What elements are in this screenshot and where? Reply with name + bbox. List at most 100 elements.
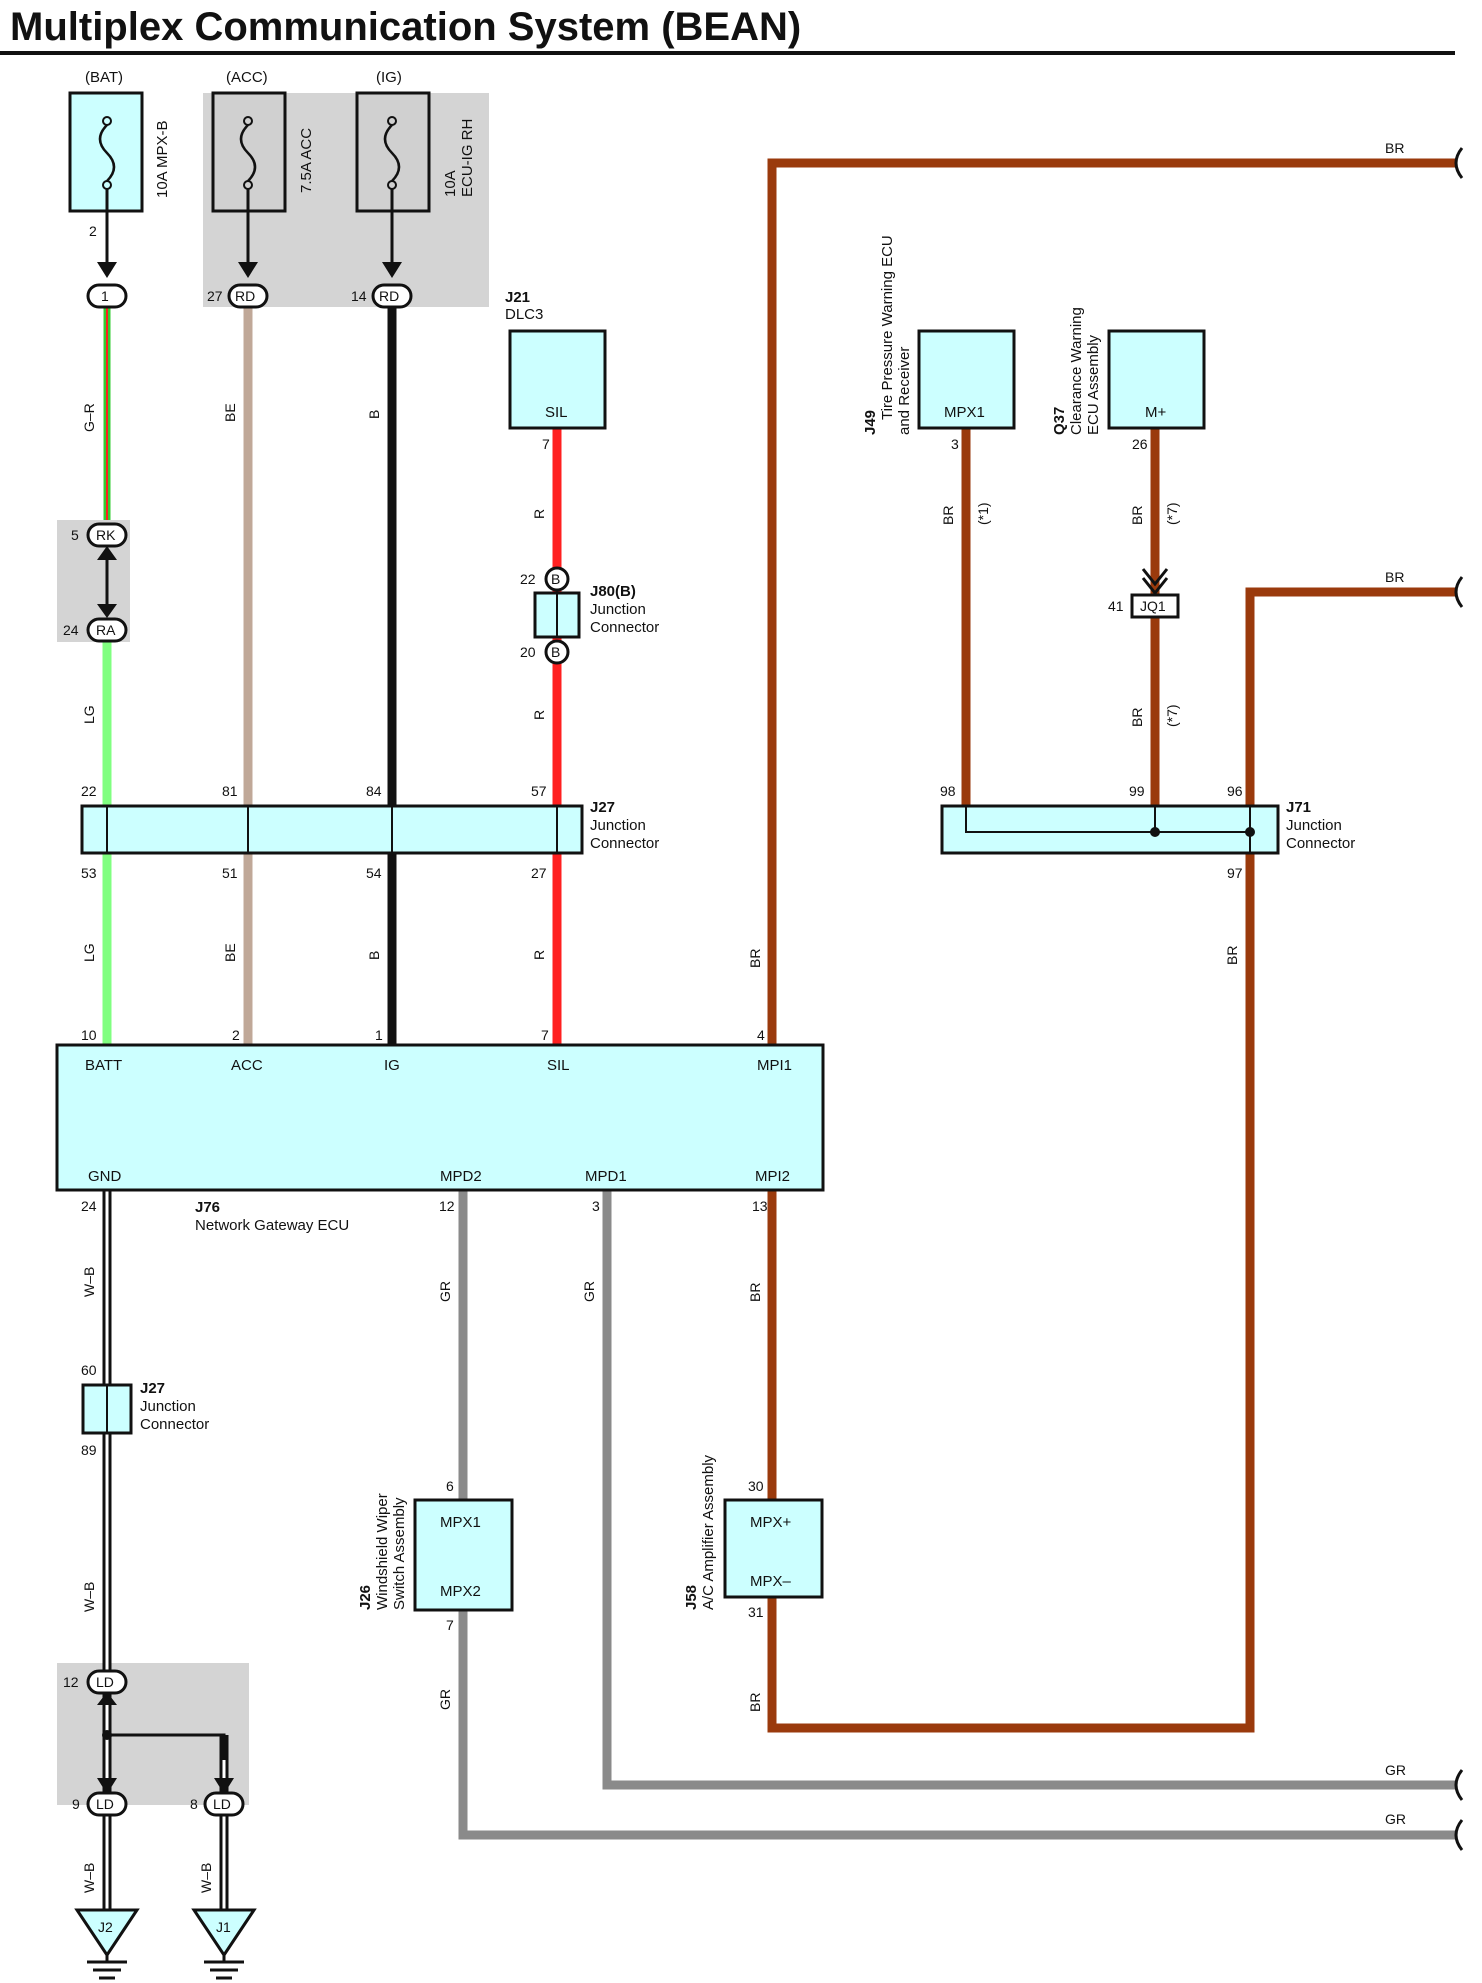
svg-text:J2: J2	[98, 1919, 113, 1935]
j27-pin-27: 27	[531, 865, 547, 881]
j27-pin-53: 53	[81, 865, 97, 881]
code-r-2: R	[531, 710, 547, 720]
j58-pin-31: 31	[748, 1604, 764, 1620]
connector-ld-9: LD	[86, 1791, 128, 1817]
connector-rd-acc: RD	[227, 283, 269, 309]
wire-br-main-loop	[767, 158, 1455, 1733]
svg-text:J1: J1	[216, 1919, 231, 1935]
j27-pin-84: 84	[366, 783, 382, 799]
code-br-mid-right: BR	[1385, 569, 1404, 585]
fuse-ecu-ig-rh	[355, 91, 431, 272]
j27-pin-81: 81	[222, 783, 238, 799]
ld-pin-8: 8	[190, 1796, 198, 1812]
j27b-name1: Junction	[140, 1398, 196, 1415]
q37-box	[1107, 329, 1206, 430]
code-g-r: G–R	[81, 403, 97, 432]
pin-rk-5: 5	[71, 527, 79, 543]
code-note-1: (*1)	[975, 502, 991, 525]
code-br-mpi2-2: BR	[747, 1693, 763, 1712]
svg-text:LD: LD	[96, 1796, 114, 1812]
j71-pin-99: 99	[1129, 783, 1145, 799]
fuse-mpx-b	[68, 91, 144, 272]
code-gr-right-1: GR	[1385, 1762, 1406, 1778]
j26-wiper-switch-box	[413, 1498, 514, 1612]
j49-name1: Tire Pressure Warning ECU	[879, 235, 896, 420]
j27b-id: J27	[140, 1380, 165, 1397]
code-gr-mpd1: GR	[581, 1281, 597, 1302]
j58-pin-30: 30	[748, 1478, 764, 1494]
j58-pin2-label: MPX–	[750, 1573, 792, 1590]
j21-id: J21	[505, 289, 530, 306]
j27-pin-51: 51	[222, 865, 238, 881]
q37-name1: Clearance Warning	[1068, 307, 1085, 435]
j27-pin-57: 57	[531, 783, 547, 799]
j27b-pin-89: 89	[81, 1442, 97, 1458]
connector-jq1: JQ1	[1130, 593, 1180, 619]
j76-pin-10: 10	[81, 1027, 97, 1043]
code-gr-mpd2-2: GR	[437, 1689, 453, 1710]
fuse-rating-ecu-ig: 10A	[442, 170, 459, 197]
ld-splice-line	[107, 1733, 226, 1760]
jq1-arrows	[1141, 568, 1169, 596]
code-br-top-right: BR	[1385, 140, 1404, 156]
fuse-rating-mpx-b: 10A MPX-B	[154, 120, 171, 198]
jq1-pin-41: 41	[1108, 598, 1124, 614]
q37-pin-label: M+	[1145, 404, 1166, 421]
ld-splice-dot	[102, 1730, 112, 1740]
j21-pin: 7	[542, 436, 550, 452]
connector-ld-8: LD	[203, 1791, 245, 1817]
j71-pin-97: 97	[1227, 865, 1243, 881]
svg-text:B: B	[551, 571, 560, 587]
code-lg-2: LG	[81, 943, 97, 962]
j27-top-name1: Junction	[590, 817, 646, 834]
j71-pin-98: 98	[940, 783, 956, 799]
code-w-b-3: W–B	[81, 1863, 97, 1893]
j58-pin1-label: MPX+	[750, 1514, 792, 1531]
j80-pin-20: 20	[520, 644, 536, 660]
j76-pin-24: 24	[81, 1198, 97, 1214]
fuse-rating-acc: 7.5A ACC	[298, 128, 315, 193]
j49-pin: 3	[951, 436, 959, 452]
j76-id: J76	[195, 1199, 220, 1216]
connector-ld-12: LD	[86, 1669, 128, 1695]
j76-mpd1: MPD1	[585, 1168, 627, 1185]
code-br-97: BR	[1224, 946, 1240, 965]
svg-text:JQ1: JQ1	[1140, 598, 1166, 614]
connector-1: 1	[86, 283, 128, 309]
code-gr-mpd2-1: GR	[437, 1281, 453, 1302]
page-title: Multiplex Communication System (BEAN)	[10, 5, 801, 49]
code-b-1: B	[366, 410, 382, 419]
j76-pin-4: 4	[757, 1027, 765, 1043]
code-br-q37-1: BR	[1129, 506, 1145, 525]
j76-pin-2: 2	[232, 1027, 240, 1043]
j27b-name2: Connector	[140, 1416, 209, 1433]
j26-name2: Switch Assembly	[391, 1497, 408, 1610]
ld-12-arrow	[97, 1692, 117, 1705]
code-w-b-4: W–B	[198, 1863, 214, 1893]
j80-name1: Junction	[590, 601, 646, 618]
q37-pin: 26	[1132, 436, 1148, 452]
code-r-1: R	[531, 509, 547, 519]
code-br-j49: BR	[940, 506, 956, 525]
j71-junction	[940, 804, 1280, 855]
j71-pin-96: 96	[1227, 783, 1243, 799]
j58-id: J58	[683, 1585, 700, 1610]
j27-junction-top	[80, 804, 584, 855]
j76-pin-3: 3	[592, 1198, 600, 1214]
j49-id: J49	[862, 410, 879, 435]
j76-pin-1: 1	[375, 1027, 383, 1043]
j76-batt: BATT	[85, 1057, 122, 1074]
j76-network-gateway-ecu	[55, 1043, 825, 1192]
wire-gr-mpd1	[602, 1190, 1455, 1790]
j76-mpd2: MPD2	[440, 1168, 482, 1185]
code-br-mpi1: BR	[747, 949, 763, 968]
j76-acc: ACC	[231, 1057, 263, 1074]
svg-text:RA: RA	[96, 622, 116, 638]
q37-id: Q37	[1051, 407, 1068, 435]
connector-ra: RA	[86, 617, 128, 643]
code-gr-right-2: GR	[1385, 1811, 1406, 1827]
pin-14: 14	[351, 288, 367, 304]
code-w-b-1: W–B	[81, 1267, 97, 1297]
j76-mpi1: MPI1	[757, 1057, 792, 1074]
j76-pin-13: 13	[752, 1198, 768, 1214]
